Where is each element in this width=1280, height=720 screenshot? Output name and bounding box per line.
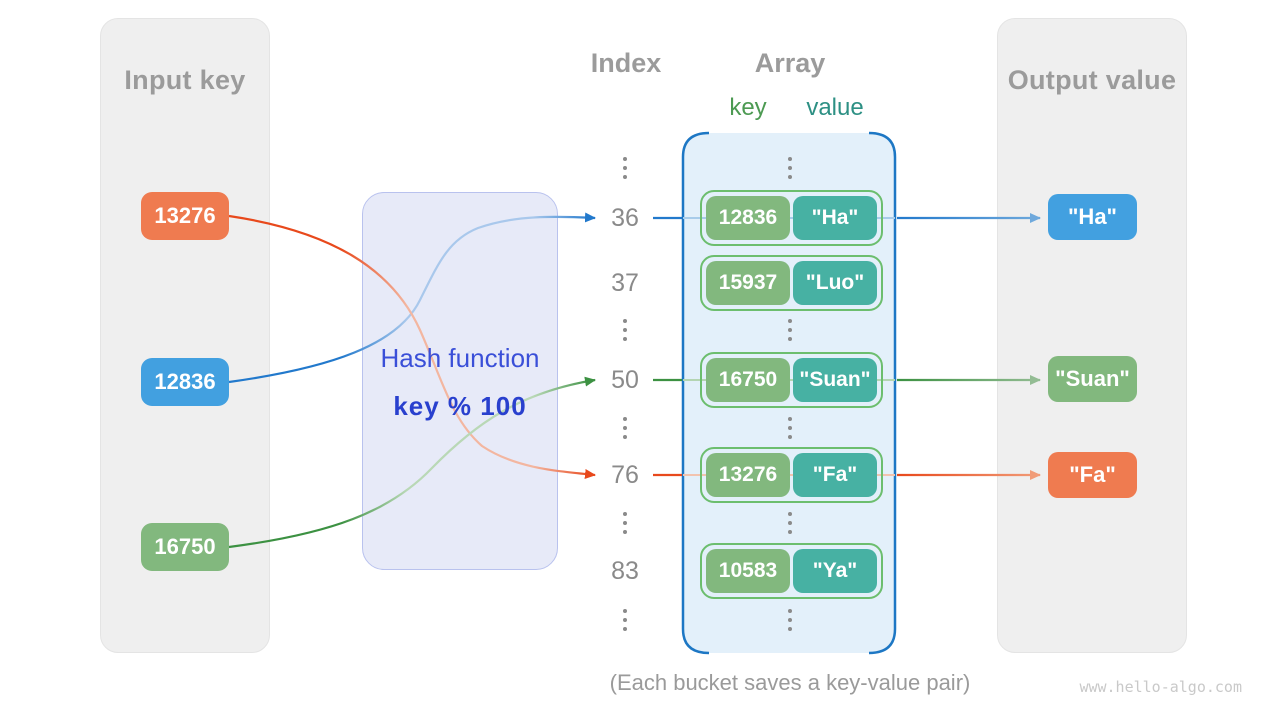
bucket-key: 13276 (706, 453, 790, 497)
index-36: 36 (611, 204, 639, 232)
index-83: 83 (611, 557, 639, 585)
bucket-value: "Fa" (793, 453, 877, 497)
bucket-row-36: 12836 "Ha" (700, 190, 883, 246)
output-value-Ha: "Ha" (1048, 194, 1137, 240)
bucket-key: 16750 (706, 358, 790, 402)
bucket-value: "Suan" (793, 358, 877, 402)
index-37: 37 (611, 269, 639, 297)
bucket-value: "Luo" (793, 261, 877, 305)
index-header: Index (590, 48, 662, 78)
output-value-panel: Output value (997, 18, 1187, 653)
hash-function-box (362, 192, 558, 570)
watermark: www.hello-algo.com (1079, 678, 1242, 696)
ellipsis-dots (614, 609, 636, 631)
ellipsis-dots (614, 157, 636, 179)
bucket-row-37: 15937 "Luo" (700, 255, 883, 311)
input-panel-title: Input key (124, 65, 246, 95)
ellipsis-dots (779, 319, 801, 341)
ellipsis-dots (779, 512, 801, 534)
ellipsis-dots (779, 157, 801, 179)
ellipsis-dots (614, 417, 636, 439)
bucket-row-76: 13276 "Fa" (700, 447, 883, 503)
index-76: 76 (611, 461, 639, 489)
key-column-label: key (729, 94, 767, 121)
bucket-key: 12836 (706, 196, 790, 240)
bucket-key: 15937 (706, 261, 790, 305)
bucket-value: "Ha" (793, 196, 877, 240)
hash-function-formula: key % 100 (393, 391, 527, 421)
output-value-Suan: "Suan" (1048, 356, 1137, 402)
output-value-Fa: "Fa" (1048, 452, 1137, 498)
input-key-12836: 12836 (141, 358, 229, 406)
array-header: Array (754, 48, 826, 78)
bucket-row-83: 10583 "Ya" (700, 543, 883, 599)
bucket-value: "Ya" (793, 549, 877, 593)
ellipsis-dots (614, 319, 636, 341)
value-column-label: value (806, 94, 864, 121)
ellipsis-dots (779, 609, 801, 631)
diagram-caption: (Each bucket saves a key-value pair) (609, 670, 971, 695)
index-50: 50 (611, 366, 639, 394)
bucket-key: 10583 (706, 549, 790, 593)
bucket-row-50: 16750 "Suan" (700, 352, 883, 408)
input-key-13276: 13276 (141, 192, 229, 240)
output-panel-title: Output value (1007, 65, 1177, 95)
hash-function-title: Hash function (380, 343, 540, 373)
ellipsis-dots (779, 417, 801, 439)
input-key-16750: 16750 (141, 523, 229, 571)
ellipsis-dots (614, 512, 636, 534)
